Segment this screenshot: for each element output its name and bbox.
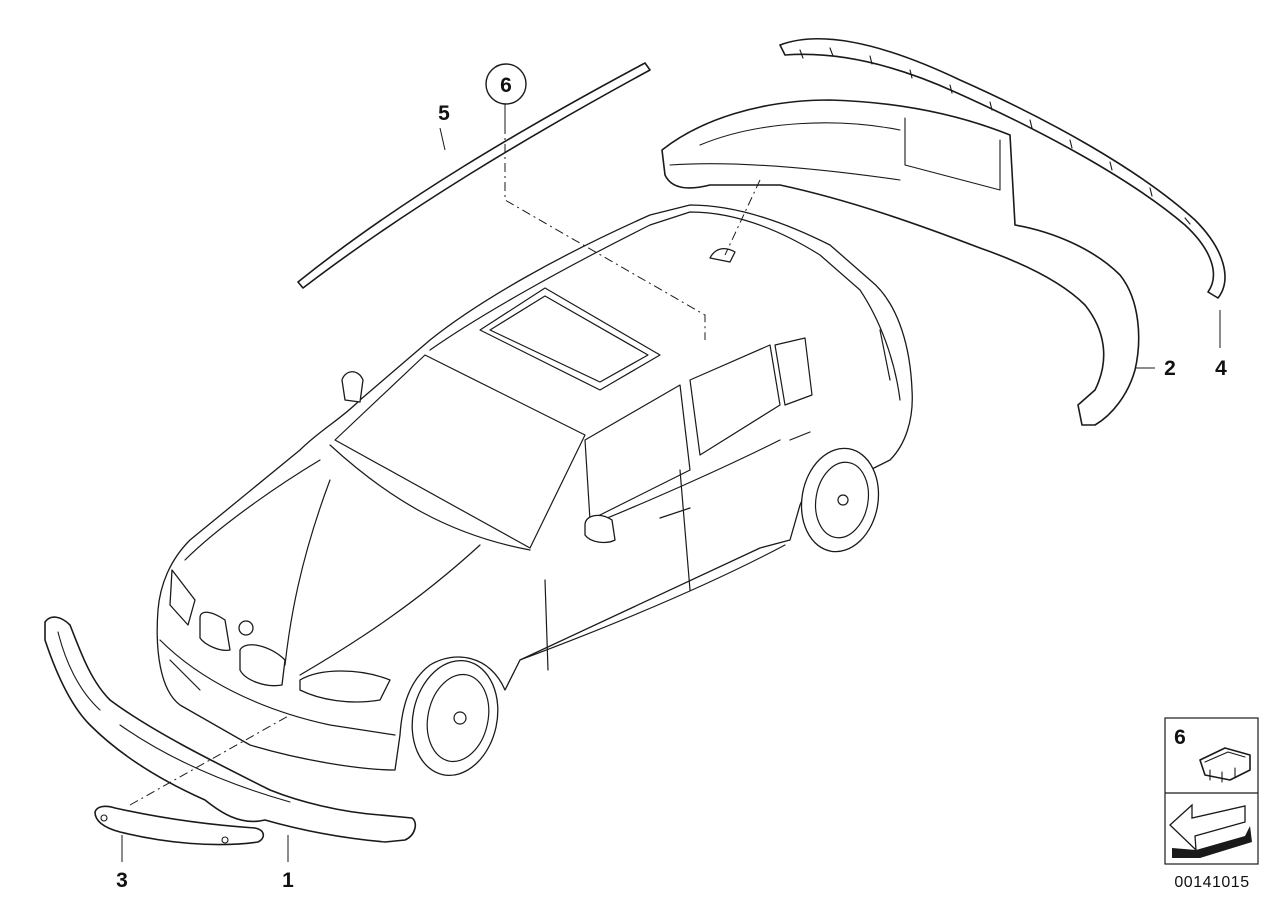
part-4-clip-row: [799, 47, 1191, 225]
arrow-icon: [1169, 803, 1252, 858]
document-number: 00141015: [1174, 874, 1249, 891]
part-4-rear-trim[interactable]: [779, 37, 1226, 299]
callout-6: 6: [500, 74, 512, 97]
callout-6-circle: [485, 63, 527, 105]
part-3-front-trim[interactable]: [94, 805, 265, 846]
callout-5: 5: [438, 102, 450, 125]
part-1-inner-edge: [57, 631, 291, 803]
legend-box: 6: [1164, 717, 1259, 865]
car-illustration: [156, 204, 913, 777]
part-2-inner-edge: [669, 117, 1001, 191]
part-5-roof-strip[interactable]: [297, 62, 651, 289]
callout-3: 3: [116, 869, 128, 892]
part-2-rear-diffuser[interactable]: [661, 99, 1140, 426]
leader-lines: [121, 100, 1221, 862]
part-1-front-splitter[interactable]: [44, 616, 417, 843]
callout-4: 4: [1215, 357, 1227, 380]
part-3-hole: [100, 814, 108, 822]
callout-2: 2: [1164, 357, 1176, 380]
clip-icon: [1199, 747, 1251, 783]
part-3-hole-2: [221, 836, 229, 844]
callout-1: 1: [282, 869, 294, 892]
legend-part-number: 6: [1174, 726, 1186, 749]
